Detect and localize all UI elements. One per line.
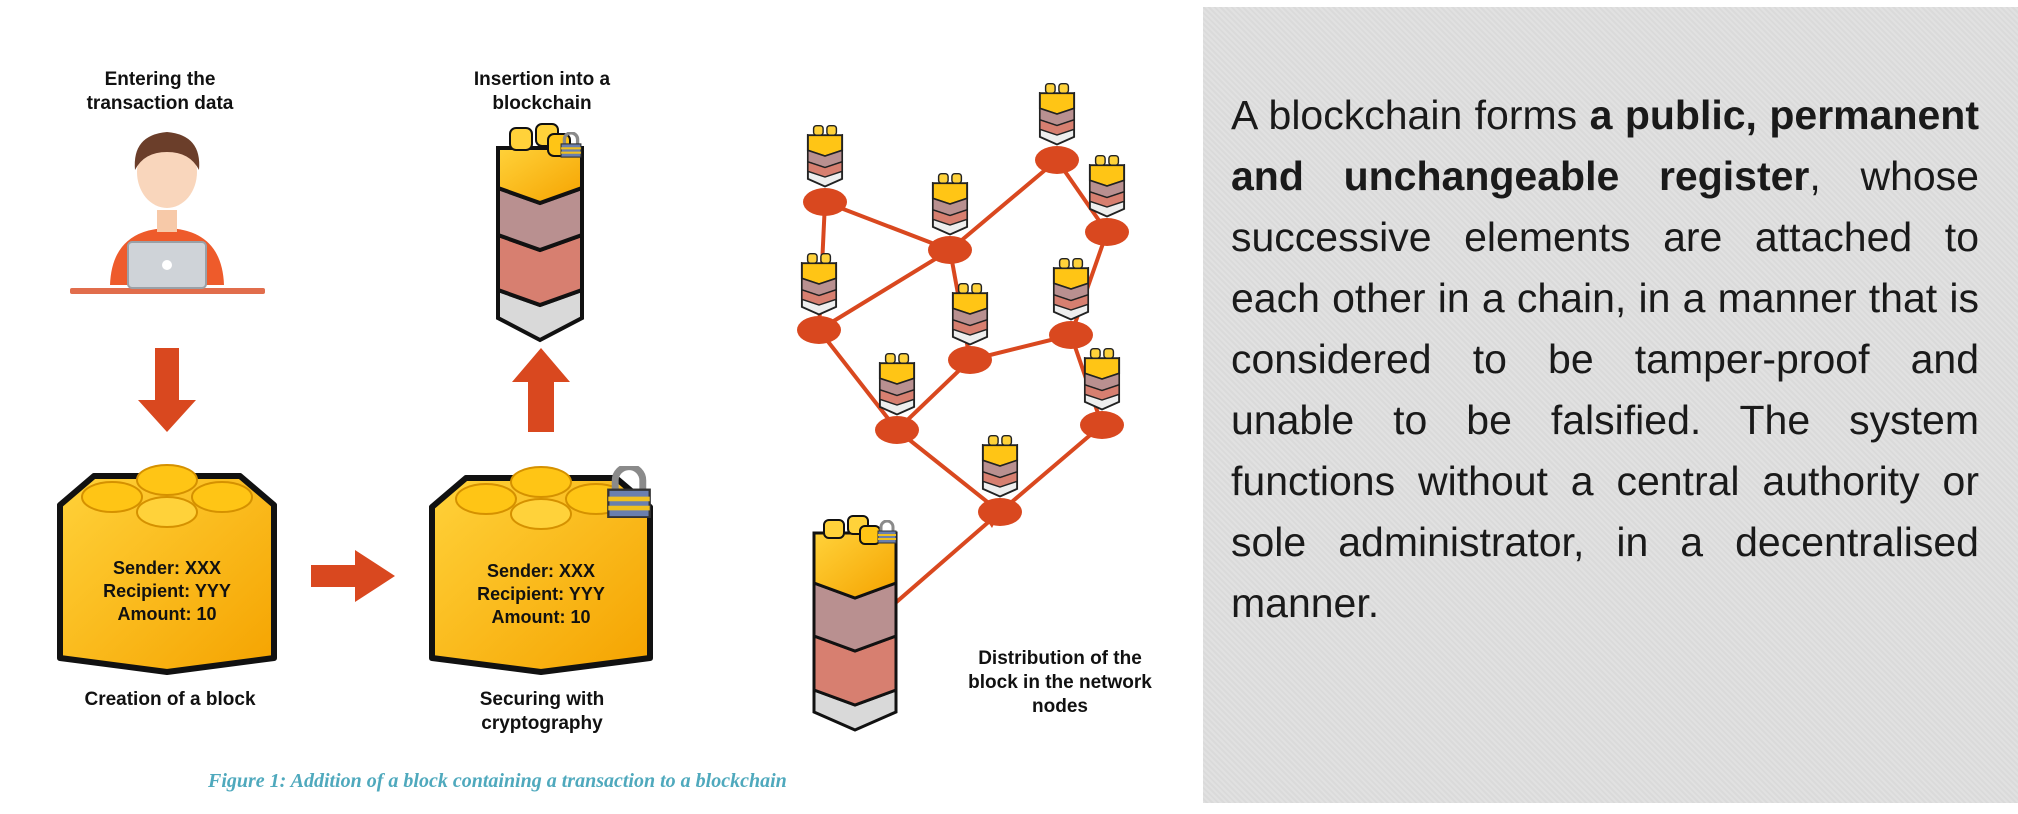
diagram-canvas (57, 82, 1129, 732)
padlock-icon (560, 132, 582, 158)
description-paragraph: A blockchain forms a public, permanent a… (1231, 85, 1979, 634)
step-enter-label: Entering the transaction data (86, 69, 234, 114)
amount-field: Amount: 10 (117, 604, 217, 624)
paragraph-body: , whose successive elements are attached… (1231, 153, 1979, 626)
step-distribute-label: Distribution of the block in the network… (968, 648, 1152, 717)
recipient-field: Recipient: YYY (477, 584, 605, 604)
figure-caption: Figure 1: Addition of a block containing… (208, 770, 787, 792)
description-panel: A blockchain forms a public, permanent a… (1203, 7, 2018, 803)
network-node (978, 434, 1022, 526)
padlock-icon (608, 467, 649, 518)
blockchain-stack-icon (496, 123, 584, 343)
step-secure-label: Securing with cryptography (479, 689, 605, 734)
network-node (928, 172, 972, 264)
new-block-icon (812, 515, 898, 732)
step-insert-label: Insertion into a blockchain (473, 69, 611, 114)
transaction-block-icon (57, 464, 277, 675)
block1-text: Sender: XXX Recipient: YYY Amount: 10 (67, 557, 267, 626)
person-with-laptop-icon (70, 132, 265, 294)
padlock-icon (877, 520, 897, 544)
amount-field: Amount: 10 (491, 607, 591, 627)
down-arrow-icon (138, 348, 196, 432)
paragraph-emphasis: a public, permanent and unchangeable reg… (1231, 92, 1979, 199)
secured-block-icon (429, 466, 653, 675)
network-node (1080, 347, 1124, 439)
network-node (1049, 257, 1093, 349)
block2-text: Sender: XXX Recipient: YYY Amount: 10 (441, 560, 641, 629)
right-arrow-icon (311, 550, 395, 602)
sender-field: Sender: XXX (112, 558, 222, 578)
network-node (948, 282, 992, 374)
network-node (797, 252, 841, 344)
step-create-label: Creation of a block (84, 689, 256, 710)
network-node (875, 352, 919, 444)
network-nodes (797, 82, 1129, 526)
network-node (803, 124, 847, 216)
sender-field: Sender: XXX (486, 561, 596, 581)
network-node (1085, 154, 1129, 246)
paragraph-intro: A blockchain forms (1231, 92, 1590, 138)
recipient-field: Recipient: YYY (103, 581, 231, 601)
network-node (1035, 82, 1079, 174)
blockchain-diagram: Entering the transaction data Insertion … (57, 69, 1152, 792)
up-arrow-icon (512, 348, 570, 432)
